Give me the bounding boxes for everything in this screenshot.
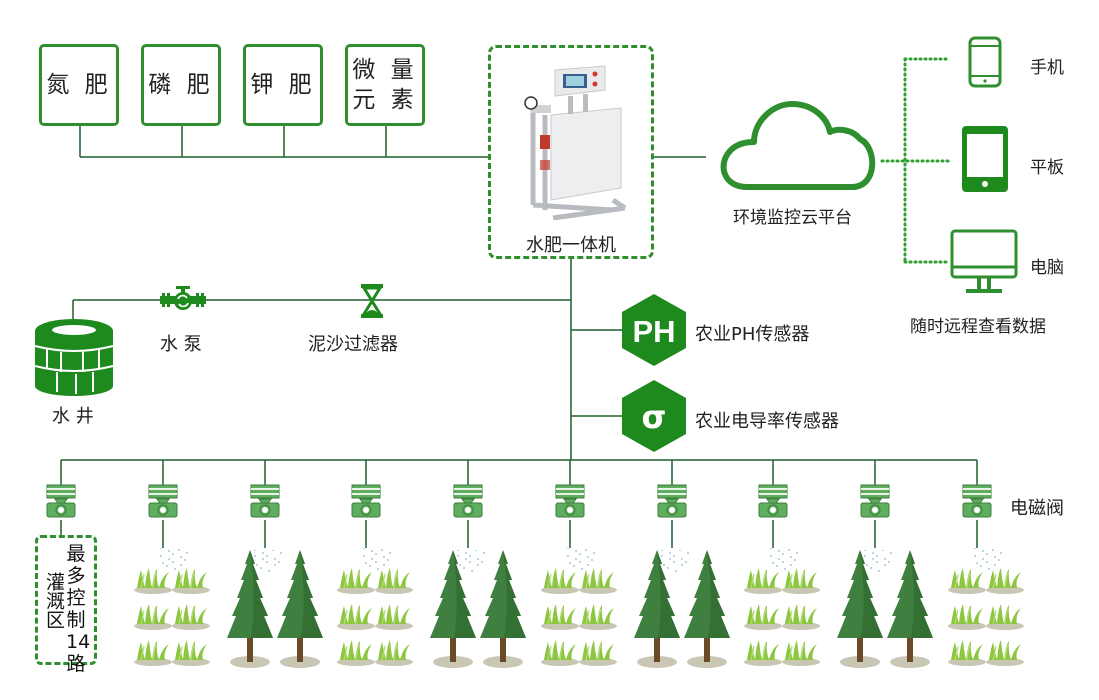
conductivity-sensor-label: 农业电导率传感器 [695,411,839,432]
grass-field-icon [541,547,617,666]
zone-trees [428,549,528,674]
solenoid-valve[interactable] [453,484,483,526]
zone-grass [540,547,620,672]
solenoid-valve[interactable] [46,484,76,526]
computer-icon [950,229,1018,293]
grass-field-icon [744,547,820,666]
cloud-label: 环境监控云平台 [733,208,852,228]
well-icon [34,319,114,396]
pump-icon [160,286,206,310]
ph-badge-text: PH [632,314,675,349]
phone-icon [968,36,1002,88]
solenoid-valve-icon [555,484,585,518]
zone-grass [947,547,1027,672]
zone-note-char: 最 [66,543,86,565]
hourglass-filter-icon [361,284,383,318]
zone-trees [225,549,325,674]
device-label-tablet: 平板 [1030,158,1064,178]
solenoid-valve[interactable] [250,484,280,526]
solenoid-valve-icon [657,484,687,518]
zone-grass [336,547,416,672]
solenoid-valve-icon [453,484,483,518]
solenoid-valve[interactable] [657,484,687,526]
pump-label: 水 泵 [160,334,202,355]
zone-note-col1: 灌溉区 [43,572,65,629]
fertilizer-potassium: 钾 肥 [243,44,323,126]
solenoid-valve[interactable] [758,484,788,526]
fertilizer-label-line2: 元 素 [352,87,418,113]
tablet-icon [962,126,1008,192]
solenoid-valve[interactable] [148,484,178,526]
cloud-icon [720,101,876,190]
zone-grass [133,547,213,672]
zone-trees [632,549,732,674]
solenoid-valve[interactable] [555,484,585,526]
zone-note-char: 多 [66,565,86,587]
zone-note-char: 路 [66,653,86,675]
valve-label: 电磁阀 [1010,498,1064,519]
zone-note-char: 灌溉区 [43,572,65,629]
solenoid-valve-icon [758,484,788,518]
solenoid-valve-icon [351,484,381,518]
conductivity-badge-text: σ [642,398,667,436]
devices-caption: 随时远程查看数据 [910,317,1046,337]
machine-label: 水肥一体机 [526,235,616,256]
solenoid-valve-icon [46,484,76,518]
fertilizer-label: 氮 肥 [46,72,112,98]
solenoid-valve[interactable] [860,484,890,526]
zone-note-char: 14 [66,631,91,653]
zone-note-char: 控 [66,587,86,609]
fertigation-machine: 水肥一体机 [488,45,654,259]
trees-icon [227,549,323,668]
fertilizer-phosphorus: 磷 肥 [141,44,221,126]
fertilizer-label: 钾 肥 [250,72,316,98]
fertilizer-label-line1: 微 量 [352,57,418,83]
fertilizer-label: 磷 肥 [148,72,214,98]
solenoid-valve-icon [860,484,890,518]
trees-icon [634,549,730,668]
filter-label: 泥沙过滤器 [308,334,398,355]
zone-note-char: 制 [66,609,86,631]
fertilizer-nitrogen: 氮 肥 [39,44,119,126]
fertilizer-trace-elements: 微 量 元 素 [345,44,425,126]
grass-field-icon [134,547,210,666]
device-label-computer: 电脑 [1030,258,1064,278]
machine-image [524,65,627,220]
device-label-phone: 手机 [1030,58,1064,78]
solenoid-valve-icon [250,484,280,518]
conductivity-sensor-icon: σ [622,380,686,452]
trees-icon [837,549,933,668]
grass-field-icon [948,547,1024,666]
solenoid-valve[interactable] [962,484,992,526]
well-label: 水 井 [52,406,94,427]
zone-grass [743,547,823,672]
solenoid-valve-icon [962,484,992,518]
zone-trees [835,549,935,674]
ph-sensor-label: 农业PH传感器 [695,324,810,345]
trees-icon [430,549,526,668]
grass-field-icon [337,547,413,666]
ph-sensor-icon: PH [622,294,686,366]
solenoid-valve[interactable] [351,484,381,526]
solenoid-valve-icon [148,484,178,518]
